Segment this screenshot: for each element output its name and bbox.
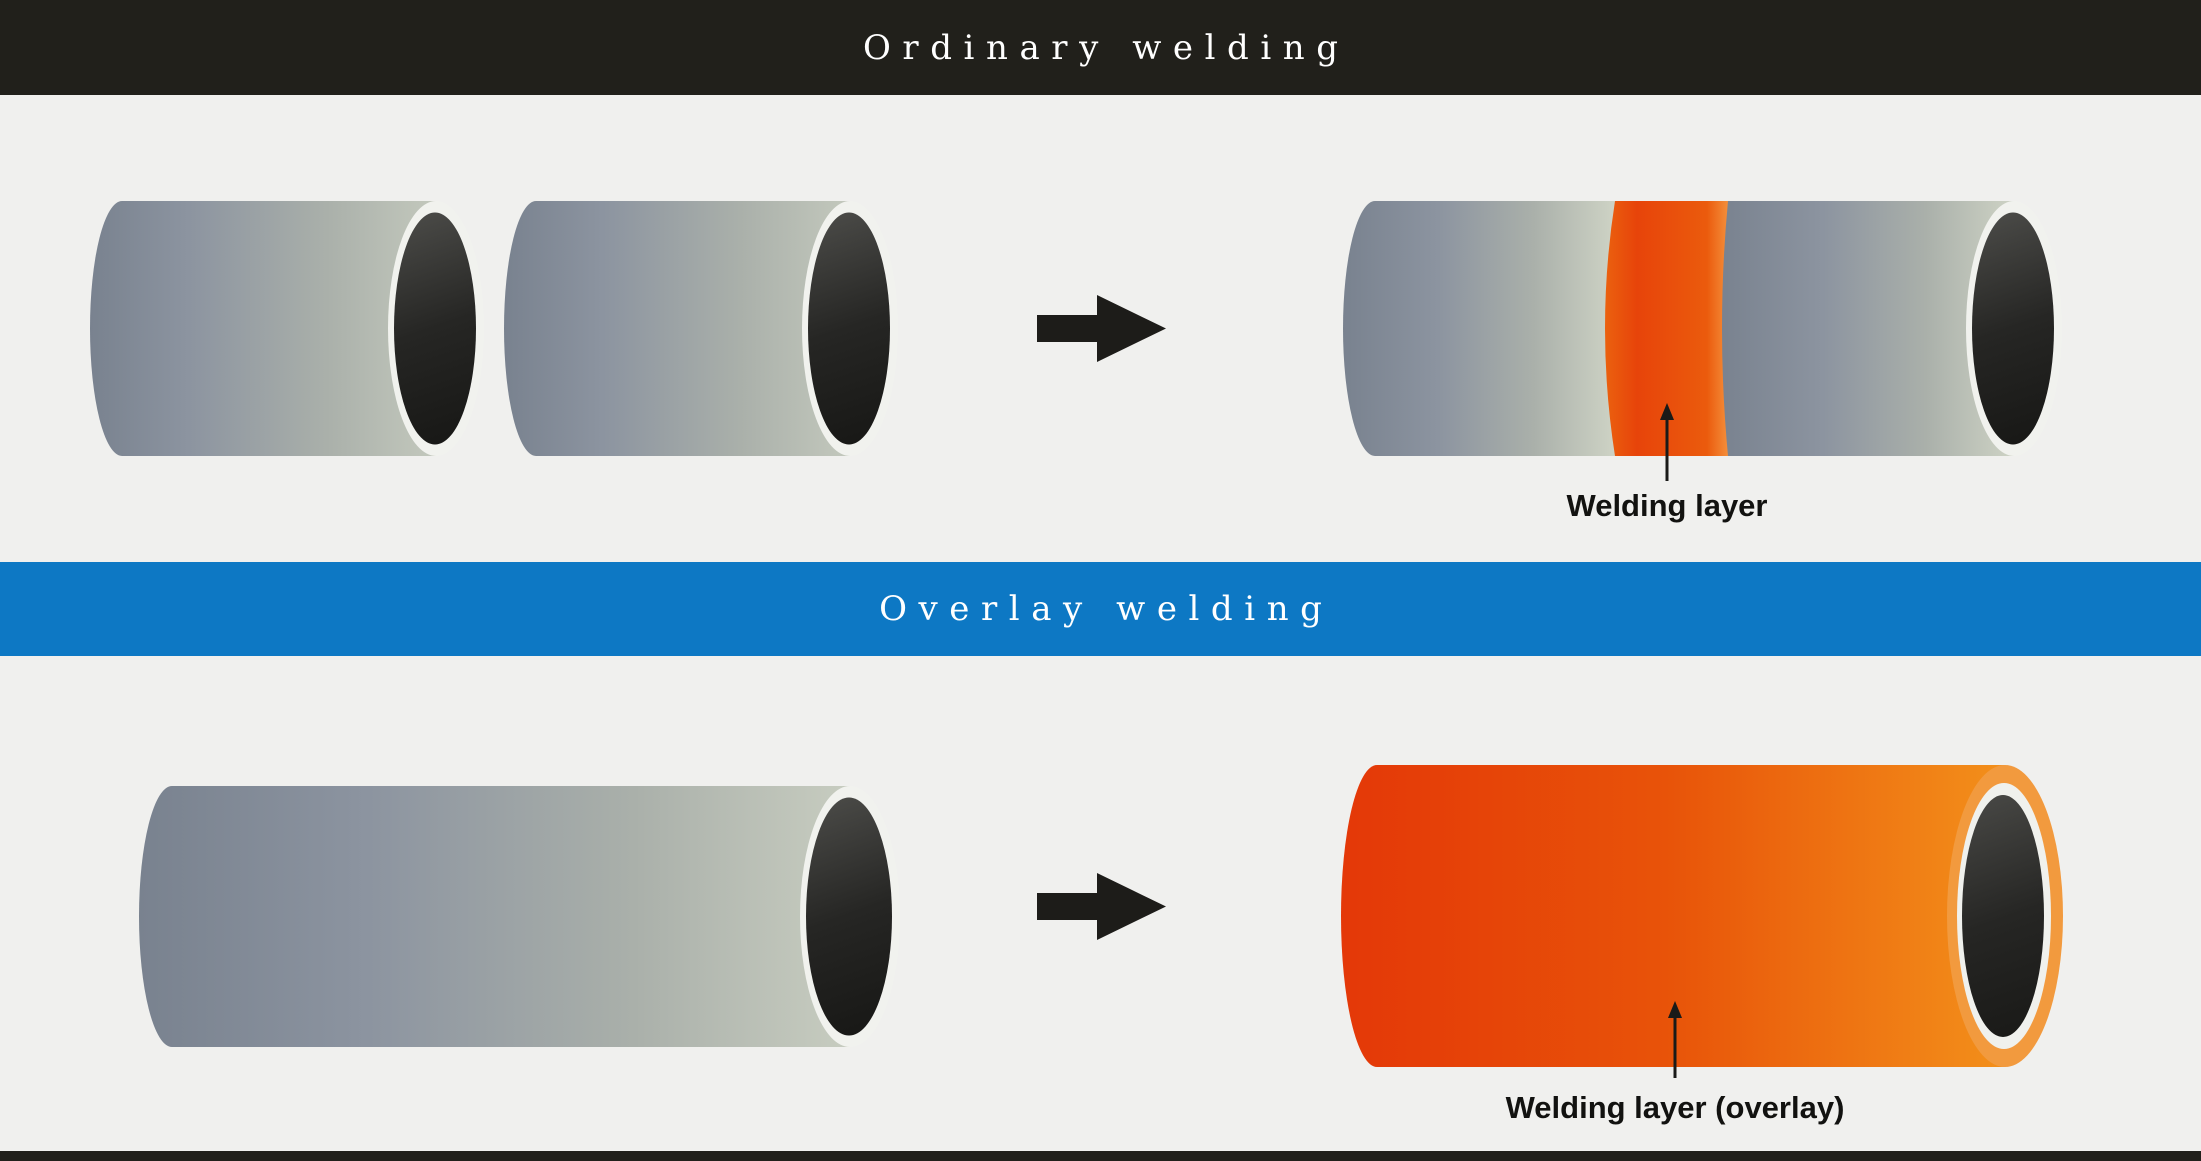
arrow-up-icon bbox=[1656, 403, 1678, 481]
arrow-up-icon bbox=[1664, 1001, 1686, 1078]
ordinary-welding-banner: Ordinary welding bbox=[0, 0, 2201, 95]
arrow-right-icon bbox=[1037, 295, 1166, 362]
base-pipe-graphic bbox=[139, 786, 900, 1047]
pipe-left bbox=[90, 201, 484, 456]
base-pipe bbox=[139, 786, 900, 1047]
welded-pipe-graphic bbox=[1343, 201, 2062, 456]
overlay-welded-pipe bbox=[1341, 765, 2063, 1067]
overlay-welding-banner-title: Overlay welding bbox=[879, 589, 1334, 629]
arrow-right-icon bbox=[1037, 873, 1166, 940]
overlay-welding-banner: Overlay welding bbox=[0, 562, 2201, 656]
weld-layer-label: Welding layer bbox=[1566, 488, 1768, 523]
weld-layer-overlay-label: Welding layer (overlay) bbox=[1505, 1090, 1845, 1125]
ordinary-welding-banner-title: Ordinary welding bbox=[862, 27, 1350, 68]
welded-pipe bbox=[1343, 201, 2062, 456]
pipe-right-graphic bbox=[504, 201, 898, 456]
pipe-right bbox=[504, 201, 898, 456]
pipe-left-graphic bbox=[90, 201, 484, 456]
overlay-welded-pipe-graphic bbox=[1341, 765, 2063, 1067]
weld-band bbox=[1605, 201, 1728, 456]
footer-bar bbox=[0, 1151, 2201, 1161]
